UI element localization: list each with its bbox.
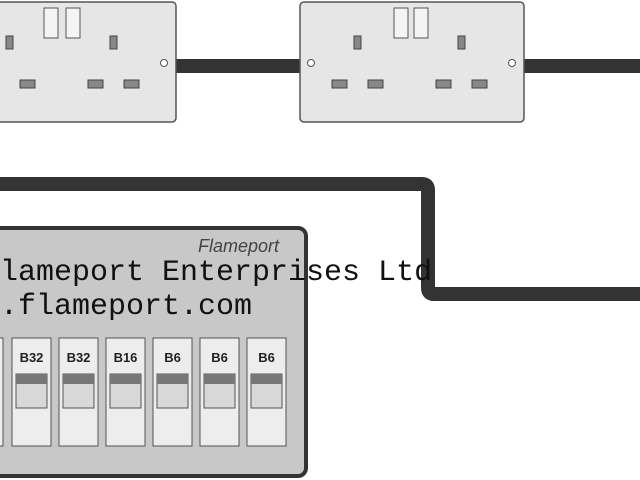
socket-outlet-left — [0, 1, 177, 123]
brand-logo: Flameport — [198, 236, 280, 256]
circuit-breaker: B6 — [152, 337, 193, 447]
breaker-rating-label: B32 — [67, 350, 91, 365]
circuit-breaker: B16 — [105, 337, 146, 447]
breaker-rating-label: B6 — [258, 350, 275, 365]
circuit-breaker: B32 — [58, 337, 99, 447]
circuit-breaker — [0, 337, 4, 447]
watermark-company: lameport Enterprises Ltd — [0, 256, 433, 290]
breaker-rating-label: B32 — [20, 350, 44, 365]
cable-ring — [0, 177, 640, 301]
breaker-rating-label: B6 — [164, 350, 181, 365]
breaker-lever-band — [63, 374, 94, 384]
breaker-lever-band — [110, 374, 141, 384]
switch-left-b — [65, 7, 81, 39]
breaker-lever-band — [157, 374, 188, 384]
consumer-unit: B32 B32 B16 B6 B6 B6 — [0, 226, 308, 478]
socket-outlet-right — [299, 1, 525, 123]
switch-left-a — [43, 7, 59, 39]
circuit-breaker: B6 — [199, 337, 240, 447]
breaker-rating-label: B6 — [211, 350, 228, 365]
breaker-lever-band — [251, 374, 282, 384]
breaker-rating-label: B16 — [114, 350, 138, 365]
circuit-breaker: B32 — [11, 337, 52, 447]
circuit-breaker: B6 — [246, 337, 287, 447]
watermark-url: .flameport.com — [0, 290, 253, 324]
switch-right-b — [413, 7, 429, 39]
switch-right-a — [393, 7, 409, 39]
breaker-lever-band — [16, 374, 47, 384]
breaker-lever-band — [204, 374, 235, 384]
